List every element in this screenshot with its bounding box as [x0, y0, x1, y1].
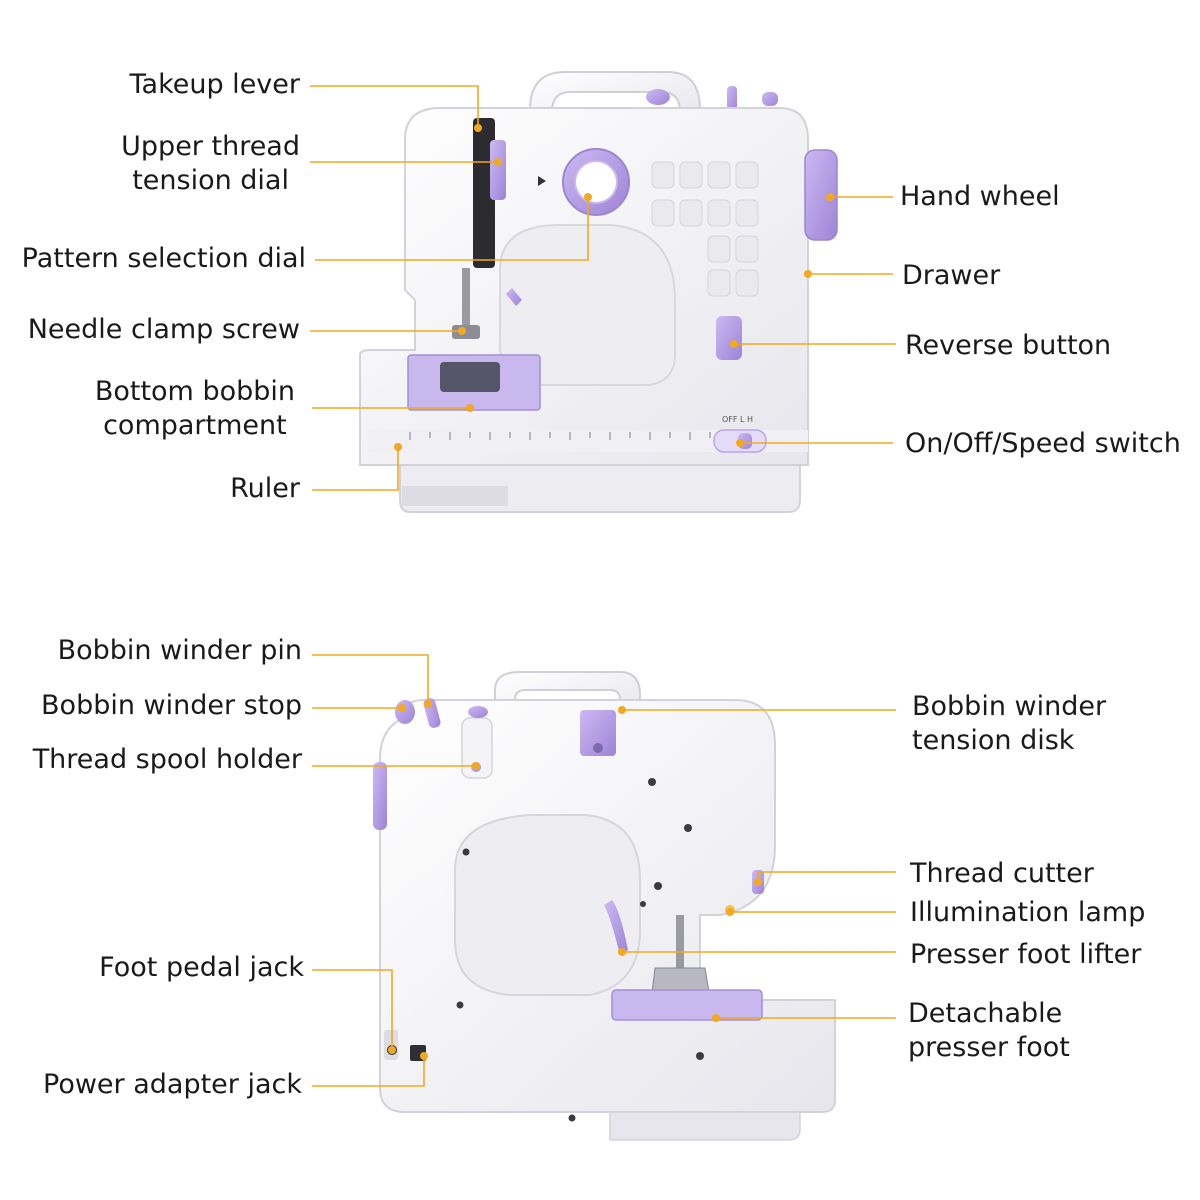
label-power-adapter-jack: Power adapter jack: [43, 1069, 302, 1100]
top-pin-2: [762, 92, 778, 106]
dot-presser-foot: [712, 1014, 720, 1022]
rear-view-machine: [373, 671, 836, 1141]
label-takeup-lever: Takeup lever: [129, 69, 301, 100]
tension-disk-shape: [580, 710, 616, 756]
dot-lamp: [726, 908, 734, 916]
front-view-machine: OFF L H: [359, 71, 838, 513]
needle-clamp: [452, 325, 480, 339]
presser-lifter-shape: [604, 900, 628, 955]
pattern-dial-center: [574, 160, 618, 204]
dot-hand-wheel: [826, 193, 834, 201]
label-thread-cutter: Thread cutter: [910, 858, 1094, 889]
rear-needle-plate: [611, 989, 763, 1021]
leader-winder-pin: [312, 654, 429, 704]
label-drawer: Drawer: [902, 260, 1001, 291]
label-needle-clamp-screw: Needle clamp screw: [27, 314, 300, 345]
switch-text: OFF L H: [722, 415, 753, 424]
dot-tension-disk: [618, 706, 626, 714]
rear-base: [609, 1111, 801, 1141]
label-pattern-selection-dial: Pattern selection dial: [21, 243, 306, 274]
tension-dial-wheel: [490, 140, 506, 200]
dot-spool-holder: [472, 762, 480, 770]
hand-wheel-shape: [804, 149, 838, 241]
label-thread-spool-holder: Thread spool holder: [32, 744, 302, 775]
leader-pattern-dial: [315, 197, 589, 261]
ruler-ticks: [409, 432, 711, 440]
dot-thread-cutter: [754, 878, 762, 886]
label-bobbin-winder-pin: Bobbin winder pin: [57, 635, 302, 666]
needle-bar: [462, 268, 470, 338]
label-bobbin-winder-tension-disk: Bobbin winder tension disk: [912, 691, 1107, 756]
leader-adapter-jack: [312, 1056, 425, 1087]
label-hand-wheel: Hand wheel: [900, 181, 1060, 212]
pedal-jack-panel: [384, 1030, 398, 1060]
tension-disk-screw: [593, 743, 603, 753]
label-presser-foot-lifter: Presser foot lifter: [910, 939, 1142, 970]
dot-adapter-jack: [420, 1052, 428, 1060]
label-on-off-speed-switch: On/Off/Speed switch: [905, 428, 1181, 459]
dot-ruler: [394, 443, 402, 451]
label-bobbin-winder-stop: Bobbin winder stop: [41, 690, 302, 721]
rear-throat: [454, 814, 641, 996]
label-bottom-bobbin-compartment: Bottom bobbin compartment: [94, 376, 295, 441]
top-pin-1: [727, 86, 737, 110]
feed-dogs: [440, 362, 500, 392]
side-hand-wheel: [373, 762, 387, 830]
dot-winder-stop: [398, 704, 406, 712]
label-detachable-presser-foot: Detachable presser foot: [908, 998, 1070, 1063]
leader-thread-cutter: [757, 871, 896, 882]
reverse-button-shape: [716, 316, 742, 360]
dot-tension-dial: [494, 158, 502, 166]
dot-power-switch: [736, 439, 744, 447]
top-pin-3: [646, 89, 670, 105]
dot-pattern-dial: [584, 193, 592, 201]
leader-pedal-jack: [312, 969, 393, 1050]
presser-lever: [506, 288, 522, 306]
label-upper-thread-tension-dial: Upper thread tension dial: [121, 131, 300, 196]
rear-needle-bar: [676, 915, 684, 970]
ruler-strip: [368, 430, 808, 452]
winder-stop-shape: [395, 700, 415, 724]
rear-view-leaders: [312, 654, 896, 1087]
dot-takeup-lever: [474, 124, 482, 132]
spool-cap: [468, 706, 488, 718]
dot-presser-lifter: [618, 948, 626, 956]
dot-winder-pin: [424, 700, 432, 708]
label-foot-pedal-jack: Foot pedal jack: [99, 952, 304, 983]
label-reverse-button: Reverse button: [905, 330, 1112, 361]
leader-takeup-lever: [310, 85, 479, 128]
dot-bobbin-compartment: [466, 404, 474, 412]
dial-pointer: [538, 176, 546, 186]
body-holes: [456, 778, 748, 1122]
takeup-slot: [473, 118, 495, 268]
dot-needle-clamp: [458, 327, 466, 335]
stitch-chart: [651, 161, 759, 297]
label-ruler: Ruler: [230, 473, 300, 504]
thread-spool: [461, 717, 493, 779]
label-illumination-lamp: Illumination lamp: [910, 897, 1146, 928]
dot-drawer: [804, 270, 812, 278]
base-slot: [402, 486, 508, 506]
dot-reverse-button: [730, 340, 738, 348]
front-view-leaders: [310, 85, 896, 491]
leader-ruler: [312, 447, 399, 491]
dot-pedal-jack: [388, 1046, 396, 1054]
